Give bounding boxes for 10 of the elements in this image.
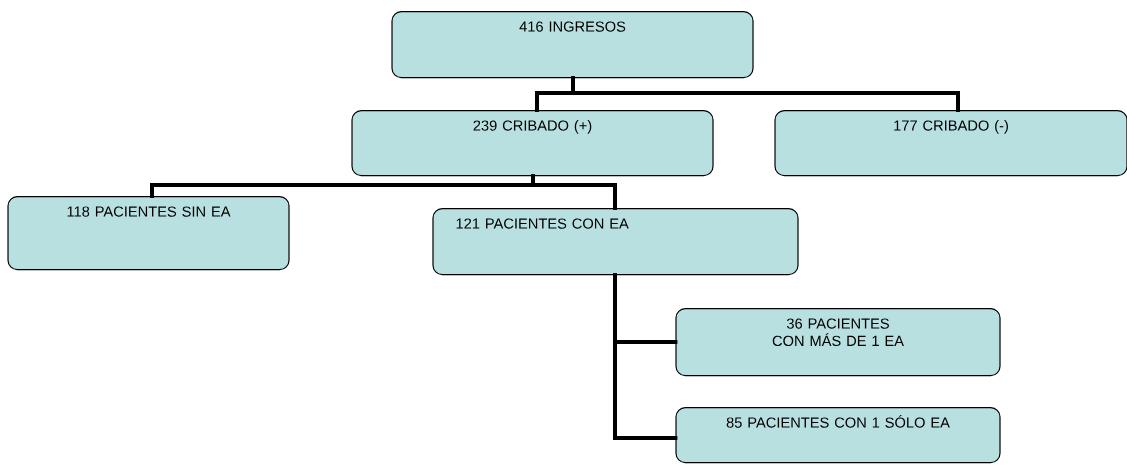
connector-line <box>531 174 617 210</box>
process-box: 85 PACIENTES CON 1 SÓLO EA <box>675 407 1001 464</box>
process-box: 118 PACIENTES SIN EA <box>7 196 290 271</box>
process-box: 121 PACIENTES CON EA <box>432 208 799 276</box>
process-box: 239 CRIBADO (+) <box>351 110 714 177</box>
connector-line <box>571 76 960 112</box>
process-box: 416 INGRESOS <box>391 11 754 79</box>
process-box: 36 PACIENTES CON MÁS DE 1 EA <box>675 308 1001 377</box>
connector-line <box>613 273 678 440</box>
process-box: 177 CRIBADO (-) <box>774 110 1127 177</box>
